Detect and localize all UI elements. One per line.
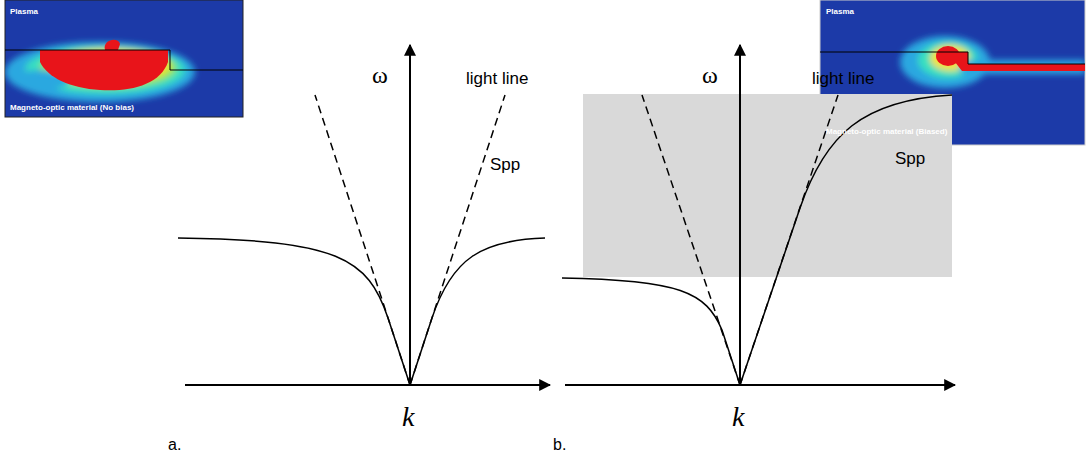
curve-label: light line (812, 70, 874, 89)
field-core (936, 46, 1085, 71)
field-blob (900, 36, 1085, 88)
spp-curve (410, 238, 545, 385)
spp-curve (178, 238, 410, 385)
axis-label: ω (372, 62, 388, 88)
panel-b (562, 45, 955, 385)
region-label: Magneto-optic material (Biased) (826, 128, 947, 137)
region-label: Magneto-optic material (No bias) (10, 104, 134, 113)
curve-label: Spp (895, 150, 925, 169)
panel-letter: b. (553, 436, 566, 454)
band-gap (583, 94, 952, 277)
plot-ground (5, 0, 243, 117)
interface-line (820, 52, 1085, 64)
spp-curve (740, 95, 952, 385)
panel-a (178, 45, 550, 385)
region-label: Plasma (10, 8, 38, 17)
field-plot-unbiased (5, 0, 243, 117)
omega-axis (739, 45, 741, 385)
panel-letter: a. (168, 436, 181, 454)
field-blob (5, 42, 195, 102)
interface-line (5, 50, 243, 70)
spp-curve (562, 278, 740, 385)
axis-label: k (402, 402, 414, 433)
axis-label: ω (702, 62, 718, 88)
curve-label: Spp (490, 156, 520, 175)
k-axis (565, 384, 955, 386)
omega-axis (409, 45, 411, 385)
field-core (40, 40, 168, 91)
region-label: Plasma (826, 8, 854, 17)
axis-label: k (732, 402, 744, 433)
k-axis (185, 384, 550, 386)
curve-label: light line (466, 70, 528, 89)
